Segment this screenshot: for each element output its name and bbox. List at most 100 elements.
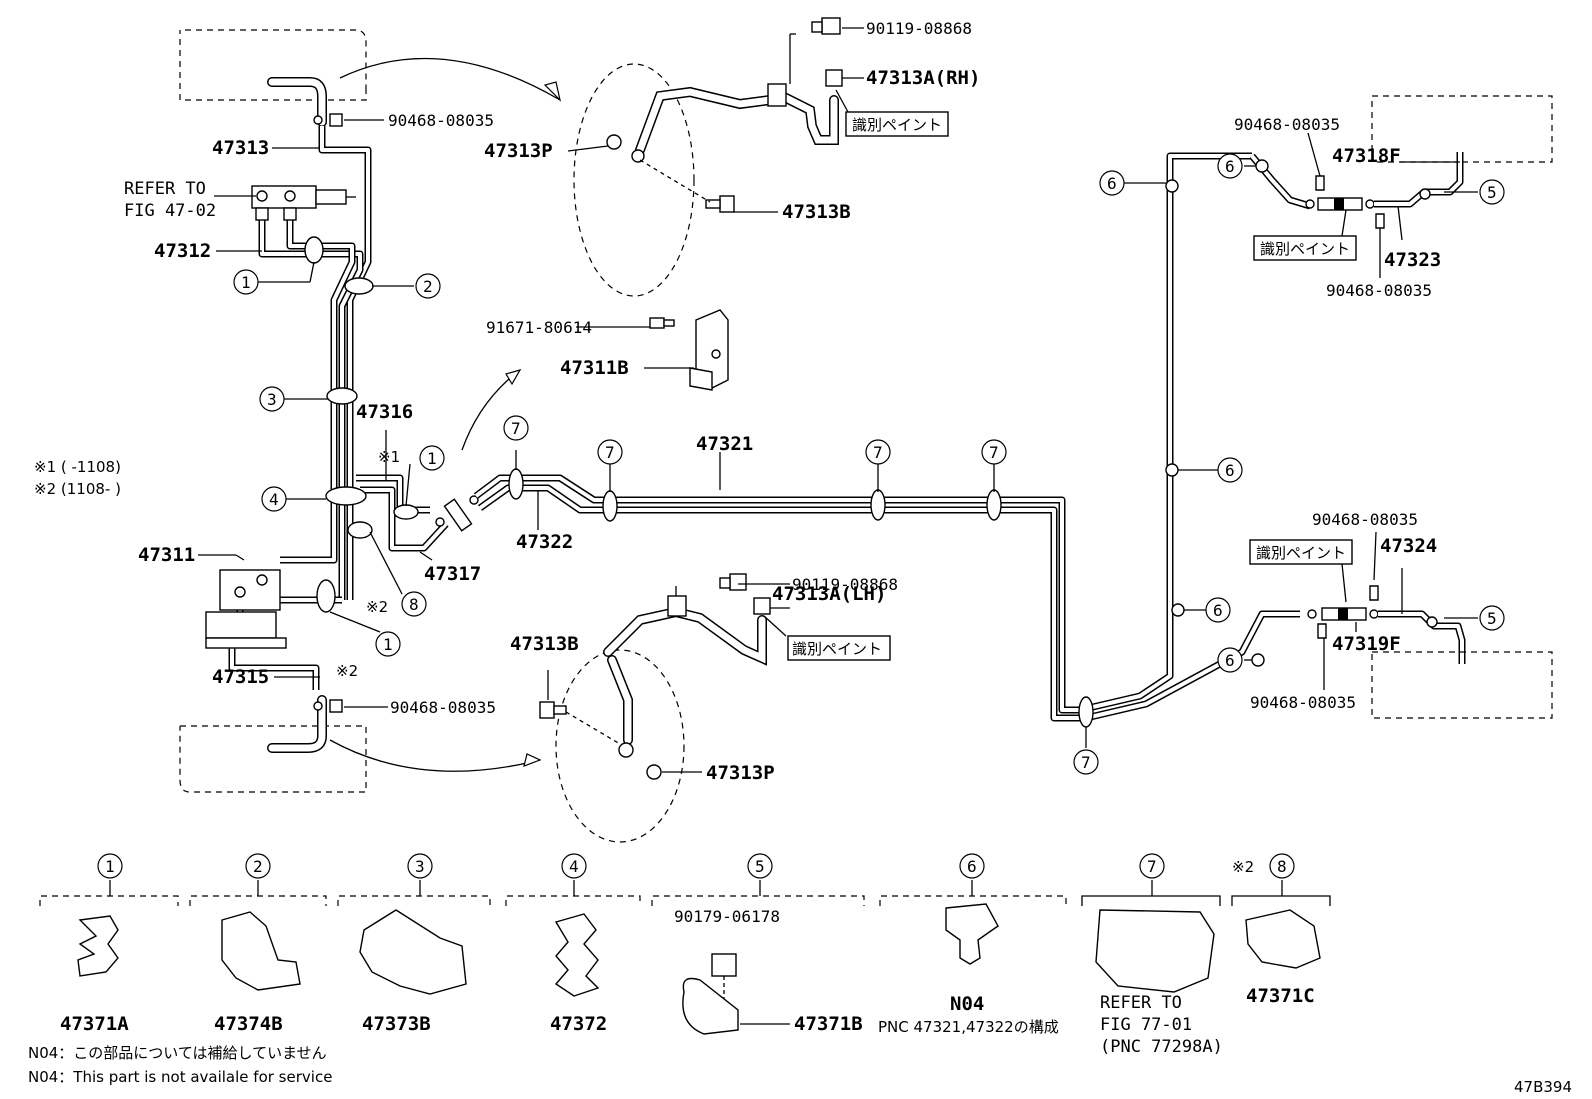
label-47318F: 47318F bbox=[1332, 145, 1401, 167]
label-paint-2: 識別ペイント bbox=[1260, 240, 1350, 258]
label-47313A-LH: 47313A(LH) bbox=[772, 583, 886, 605]
callout-2a: 2 bbox=[423, 277, 433, 296]
front-wheel-box-bottom bbox=[179, 725, 367, 793]
label-90119-top: 90119-08868 bbox=[866, 19, 972, 38]
brake-actuator bbox=[205, 569, 287, 649]
callout-6c: 6 bbox=[1225, 461, 1235, 480]
label-paint-4: 識別ペイント bbox=[792, 640, 882, 658]
legend: 1 2 3 4 5 6 7 8 ※2 47371A 47374B 47373B … bbox=[39, 853, 1331, 1057]
callout-5a: 5 bbox=[1487, 183, 1497, 202]
label-47313B-top: 47313B bbox=[782, 201, 851, 223]
rear-wheel-box-top bbox=[1371, 95, 1553, 163]
pipe-47321-47322 bbox=[473, 152, 1300, 722]
label-90468-e: 90468-08035 bbox=[1312, 510, 1418, 529]
union-47318F bbox=[1305, 152, 1464, 229]
callout-7a: 7 bbox=[511, 419, 521, 438]
legend-num-4: 4 bbox=[569, 857, 579, 876]
label-paint-1: 識別ペイント bbox=[852, 116, 942, 134]
callout-3a: 3 bbox=[267, 390, 277, 409]
callout-4a: 4 bbox=[269, 490, 279, 509]
callout-6d: 6 bbox=[1213, 601, 1223, 620]
legend-prefix-8: ※2 bbox=[1232, 858, 1254, 876]
label-47322: 47322 bbox=[516, 531, 573, 553]
callout-circles: 1 2 3 4 1 8 1 7 7 7 7 7 6 6 6 6 6 5 5 bbox=[233, 153, 1505, 775]
label-refer-1-l1: REFER TO bbox=[124, 179, 206, 199]
label-47316: 47316 bbox=[356, 401, 413, 423]
label-47311B: 47311B bbox=[560, 357, 629, 379]
label-47324: 47324 bbox=[1380, 535, 1437, 557]
caliper-outline-top bbox=[573, 63, 695, 297]
label-47313A-RH: 47313A(RH) bbox=[866, 67, 980, 89]
legend-num-8: 8 bbox=[1277, 857, 1287, 876]
legend-sub-5: 90179-06178 bbox=[674, 907, 780, 926]
front-wheel-box-top bbox=[179, 29, 367, 101]
legend-part-4: 47372 bbox=[550, 1013, 607, 1035]
callout-6b: 6 bbox=[1225, 157, 1235, 176]
label-90468-c: 90468-08035 bbox=[1234, 115, 1340, 134]
label-47313P-bot: 47313P bbox=[706, 762, 775, 784]
label-47321: 47321 bbox=[696, 433, 753, 455]
callout-1b: 1 bbox=[427, 449, 437, 468]
legend-num-3: 3 bbox=[415, 857, 425, 876]
footnote-jp: N04：この部品については補給していません bbox=[28, 1044, 327, 1062]
mark-2b: ※2 bbox=[336, 662, 358, 680]
label-47313P-top: 47313P bbox=[484, 140, 553, 162]
note-1: ※1 ( -1108) bbox=[34, 458, 121, 476]
junction-47317 bbox=[435, 495, 479, 532]
label-47317: 47317 bbox=[424, 563, 481, 585]
label-47311: 47311 bbox=[138, 544, 195, 566]
legend-part-5: 47371B bbox=[794, 1013, 863, 1035]
label-47319F: 47319F bbox=[1332, 633, 1401, 655]
legend-part-6: N04 bbox=[950, 993, 984, 1015]
label-47323: 47323 bbox=[1384, 249, 1441, 271]
leader-lines bbox=[198, 27, 1478, 773]
label-47315: 47315 bbox=[212, 666, 269, 688]
legend-num-7: 7 bbox=[1147, 857, 1157, 876]
callout-1c: 1 bbox=[383, 635, 393, 654]
legend-num-2: 2 bbox=[253, 857, 263, 876]
callout-6e: 6 bbox=[1225, 651, 1235, 670]
legend-num-6: 6 bbox=[967, 857, 977, 876]
callout-5b: 5 bbox=[1487, 609, 1497, 628]
callout-6a: 6 bbox=[1107, 174, 1117, 193]
callout-7b: 7 bbox=[605, 443, 615, 462]
label-91671: 91671-80614 bbox=[486, 318, 592, 337]
label-90468-d: 90468-08035 bbox=[1326, 281, 1432, 300]
label-paint-3: 識別ペイント bbox=[1256, 544, 1346, 562]
callout-7c: 7 bbox=[873, 443, 883, 462]
label-47313B-bot: 47313B bbox=[510, 633, 579, 655]
bracket-47311B bbox=[649, 309, 729, 391]
callout-7e: 7 bbox=[1081, 753, 1091, 772]
brake-hose-lh bbox=[539, 573, 771, 780]
part-labels: 90468-08035 47313 REFER TO FIG 47-02 473… bbox=[34, 19, 1441, 784]
callout-8a: 8 bbox=[409, 595, 419, 614]
union-47319F bbox=[1307, 585, 1466, 664]
legend-sub-7: FIG 77-01 bbox=[1100, 1015, 1192, 1035]
label-90468-b: 90468-08035 bbox=[390, 698, 496, 717]
label-refer-1-l2: FIG 47-02 bbox=[124, 201, 216, 221]
label-47313: 47313 bbox=[212, 137, 269, 159]
mark-2a: ※2 bbox=[366, 598, 388, 616]
diagram-id: 47B394 bbox=[1514, 1078, 1572, 1096]
legend-num-1: 1 bbox=[105, 857, 115, 876]
callout-1a: 1 bbox=[241, 273, 251, 292]
legend-num-5: 5 bbox=[755, 857, 765, 876]
mark-1: ※1 bbox=[378, 448, 400, 466]
master-cylinder bbox=[251, 185, 356, 221]
legend-part-8: 47371C bbox=[1246, 985, 1315, 1007]
label-90468-f: 90468-08035 bbox=[1250, 693, 1356, 712]
caliper-outline-bottom bbox=[555, 649, 685, 843]
note-2: ※2 (1108- ) bbox=[34, 480, 121, 498]
rear-wheel-box-bottom bbox=[1371, 651, 1553, 719]
label-47312: 47312 bbox=[154, 240, 211, 262]
legend-sub2-7: (PNC 77298A) bbox=[1100, 1037, 1223, 1057]
legend-part-2: 47374B bbox=[214, 1013, 283, 1035]
legend-part-7: REFER TO bbox=[1100, 993, 1182, 1013]
footnote-en: N04：This part is not availale for servic… bbox=[28, 1068, 332, 1086]
legend-part-3: 47373B bbox=[362, 1013, 431, 1035]
callout-7d: 7 bbox=[989, 443, 999, 462]
legend-sub-6: PNC 47321,47322の構成 bbox=[878, 1018, 1059, 1036]
label-90119-bot: 90119-08868 bbox=[792, 575, 898, 594]
brake-hose-rh bbox=[606, 17, 843, 213]
